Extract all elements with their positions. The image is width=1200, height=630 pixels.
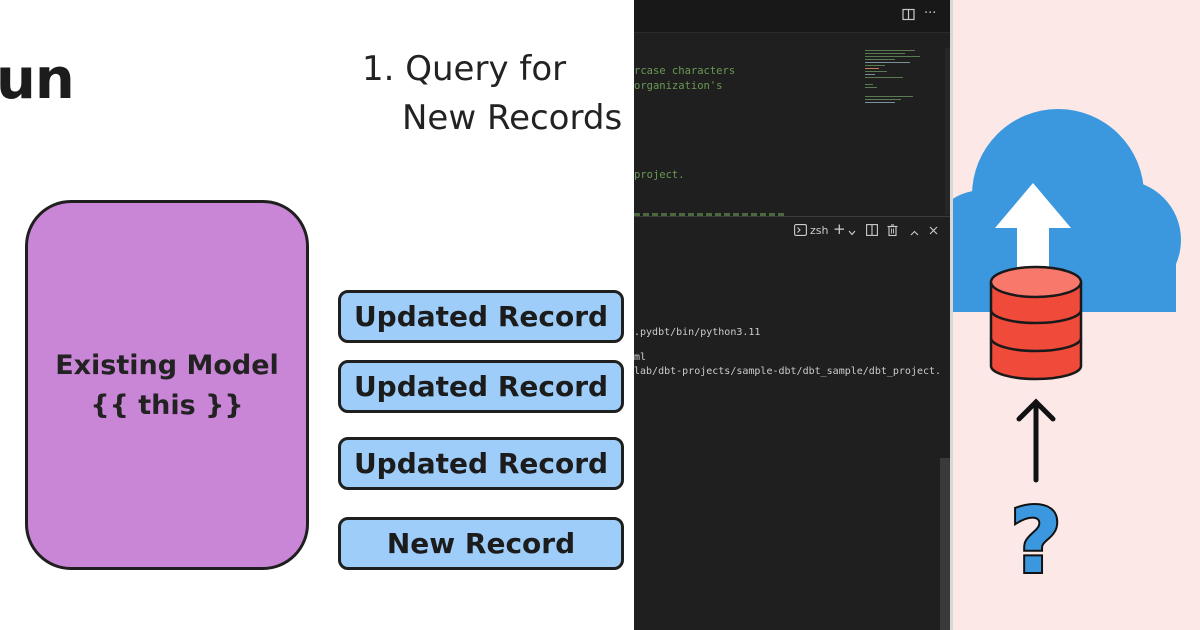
code-line: organization's <box>634 80 723 92</box>
chevron-up-icon[interactable] <box>910 226 919 238</box>
code-editor-panel: ··· rcase characters organization's proj… <box>634 0 950 630</box>
code-line-cutoff <box>634 213 784 216</box>
code-line: rcase characters <box>634 65 736 77</box>
code-line: project. <box>634 169 685 181</box>
new-record-box: New Record <box>338 517 624 570</box>
record-box: Updated Record <box>338 437 624 490</box>
existing-model-box: Existing Model {{ this }} <box>25 200 309 570</box>
step-label-line1: 1. Query for <box>362 49 567 89</box>
panel-divider[interactable] <box>634 216 950 217</box>
record-box: Updated Record <box>338 360 624 413</box>
record-box: Updated Record <box>338 290 624 343</box>
editor-scrollbar[interactable] <box>945 48 950 215</box>
diagram-panel: un 1. Query for New Records Existing Mod… <box>0 47 624 570</box>
model-label: Existing Model <box>55 350 279 381</box>
editor-area[interactable]: rcase characters organization's project. <box>634 33 862 216</box>
terminal-output-line: .pydbt/bin/python3.11 <box>634 327 761 338</box>
terminal-output-line: ml <box>634 352 647 363</box>
diagram-title-fragment: un <box>0 47 75 112</box>
terminal-output-line: lab/dbt-projects/sample-dbt/dbt_sample/d… <box>634 366 942 377</box>
shell-label[interactable]: zsh <box>810 224 829 237</box>
chevron-down-icon[interactable] <box>848 226 856 238</box>
close-icon[interactable] <box>929 225 938 237</box>
terminal-icon <box>794 224 807 238</box>
terminal-scrollbar[interactable] <box>940 458 950 630</box>
more-icon[interactable]: ··· <box>924 6 937 21</box>
editor-title-bar: ··· <box>634 0 950 33</box>
trash-icon[interactable] <box>887 224 898 238</box>
question-mark: ? <box>1010 489 1062 594</box>
model-this-label: {{ this }} <box>90 390 244 421</box>
terminal-toolbar: zsh + <box>634 217 950 245</box>
database-icon <box>989 265 1083 381</box>
arrow-up-icon <box>1016 398 1056 483</box>
split-terminal-icon[interactable] <box>866 224 878 238</box>
minimap[interactable] <box>863 48 945 163</box>
cloud-database-graphic: ? <box>953 109 1181 596</box>
cloud-icon <box>953 109 1181 312</box>
split-editor-icon[interactable] <box>902 8 915 24</box>
plus-icon[interactable]: + <box>833 220 846 238</box>
cloud-upload-illustration: ? <box>950 0 1200 630</box>
step-label-line2: New Records <box>402 98 623 138</box>
